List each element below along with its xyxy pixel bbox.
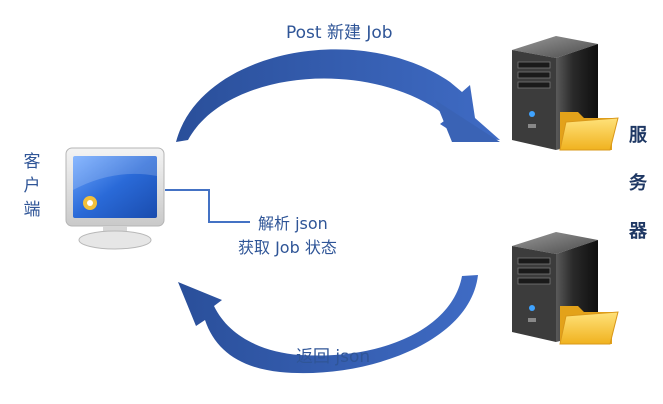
- client-label-char: 端: [23, 200, 41, 220]
- client-label-char: 户: [23, 176, 41, 196]
- server-label-char: 务: [629, 173, 647, 194]
- client-label-char: 客: [23, 152, 41, 172]
- computer-monitor-icon: [65, 147, 165, 250]
- server-label: 服 务 器: [626, 112, 650, 256]
- get-job-status-label: 获取 Job 状态: [238, 238, 337, 257]
- post-new-job-label: Post 新建 Job: [286, 23, 393, 43]
- return-arrow: [178, 275, 478, 374]
- client-label: 客 户 端: [22, 150, 42, 222]
- server-folder-icon: [512, 232, 619, 345]
- connector-line: [165, 189, 250, 223]
- server-label-char: 器: [629, 221, 647, 242]
- server-label-char: 服: [629, 125, 647, 146]
- return-json-label: 返回 json: [296, 347, 371, 367]
- parse-json-label: 解析 json: [258, 214, 328, 233]
- post-arrow: [176, 49, 500, 142]
- server-folder-icon: [512, 36, 619, 151]
